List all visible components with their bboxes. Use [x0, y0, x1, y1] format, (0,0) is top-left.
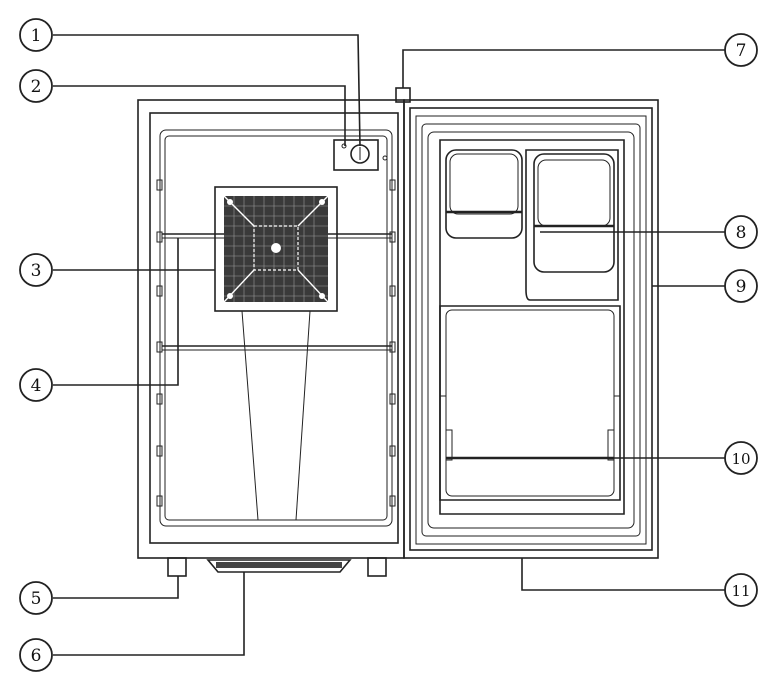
indicator-light — [382, 155, 388, 161]
door-bin-small — [445, 149, 523, 239]
callout-9: 9 — [724, 269, 758, 303]
leader-1 — [53, 34, 361, 147]
thermostat-knob — [333, 139, 379, 171]
leader-7 — [402, 49, 725, 88]
callout-10: 10 — [724, 441, 758, 475]
callout-1: 1 — [19, 18, 53, 52]
leader-6 — [53, 572, 245, 656]
foot-right — [367, 557, 387, 577]
callout-3: 3 — [19, 253, 53, 287]
callout-10-label: 10 — [731, 450, 750, 468]
leader-11 — [521, 558, 725, 591]
callout-11: 11 — [724, 573, 758, 607]
callout-7-label: 7 — [736, 41, 747, 61]
callout-1-label: 1 — [31, 26, 42, 46]
callout-2: 2 — [19, 69, 53, 103]
callout-5-label: 5 — [31, 589, 42, 609]
shelf-rail-ticks — [156, 179, 396, 507]
cabinet — [137, 87, 411, 577]
door-bin-large — [525, 149, 619, 301]
leader-2 — [53, 85, 346, 146]
callout-11-label: 11 — [731, 582, 750, 600]
callout-3-label: 3 — [31, 261, 42, 281]
callout-9-label: 9 — [736, 277, 747, 297]
foot-left — [167, 557, 187, 577]
callout-2-label: 2 — [31, 77, 42, 97]
leader-4 — [53, 238, 179, 386]
callout-8: 8 — [724, 215, 758, 249]
callout-4-label: 4 — [31, 376, 42, 396]
callout-6-label: 6 — [31, 646, 42, 666]
callout-8-label: 8 — [736, 223, 747, 243]
callout-5: 5 — [19, 581, 53, 615]
cooling-fan — [214, 186, 338, 312]
callout-6: 6 — [19, 638, 53, 672]
door — [403, 99, 659, 559]
leader-5 — [53, 576, 179, 599]
leader-lines — [53, 34, 725, 656]
callout-4: 4 — [19, 368, 53, 402]
callout-7: 7 — [724, 33, 758, 67]
drip-tray — [206, 559, 352, 573]
door-bottle-shelf — [439, 305, 621, 501]
